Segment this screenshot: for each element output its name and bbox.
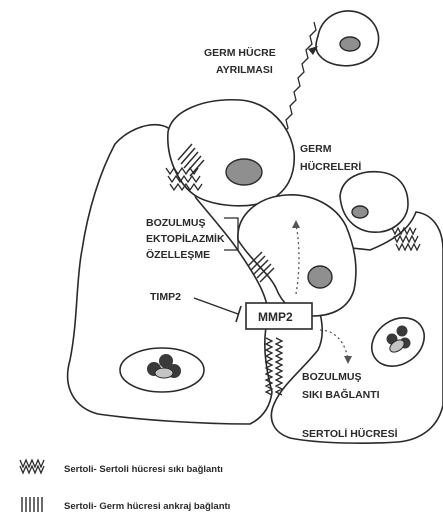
label-ectoplasmic-1: BOZULMUŞ	[146, 217, 206, 229]
legend-tight-junction-icon	[20, 460, 44, 473]
label-timp2: TIMP2	[150, 291, 181, 303]
germ-cell-right	[340, 172, 408, 233]
label-sertoli-cell: SERTOLİ HÜCRESİ	[302, 427, 398, 440]
label-germ-cells-1: GERM	[300, 143, 332, 155]
release-wavy-arrow	[282, 22, 316, 134]
legend-anchoring-junction-icon	[22, 497, 42, 512]
germ-cell-upper-nucleus	[226, 159, 262, 185]
label-ectoplasmic-2: EKTOPİLAZMİK	[146, 232, 225, 245]
label-ectoplasmic-3: ÖZELLEŞME	[146, 248, 210, 261]
label-germ-release-2: AYRILMASI	[216, 64, 273, 76]
left-sertoli-nucleus	[120, 348, 204, 392]
label-mmp2: MMP2	[258, 310, 293, 324]
label-tight-junction-2: SIKI BAĞLANTI	[302, 388, 380, 401]
released-germ-cell	[316, 11, 379, 66]
label-tight-junction-1: BOZULMUŞ	[302, 371, 362, 383]
legend-tight-junction-label: Sertoli- Sertoli hücresi sıkı bağlantı	[64, 464, 223, 475]
germ-cell-right-nucleus	[352, 206, 368, 218]
label-germ-cells-2: HÜCRELERİ	[300, 160, 361, 173]
label-germ-release-1: GERM HÜCRE	[204, 46, 276, 59]
legend-anchoring-junction-label: Sertoli- Germ hücresi ankraj bağlantı	[64, 501, 230, 512]
germ-cell-middle-nucleus	[308, 266, 332, 288]
